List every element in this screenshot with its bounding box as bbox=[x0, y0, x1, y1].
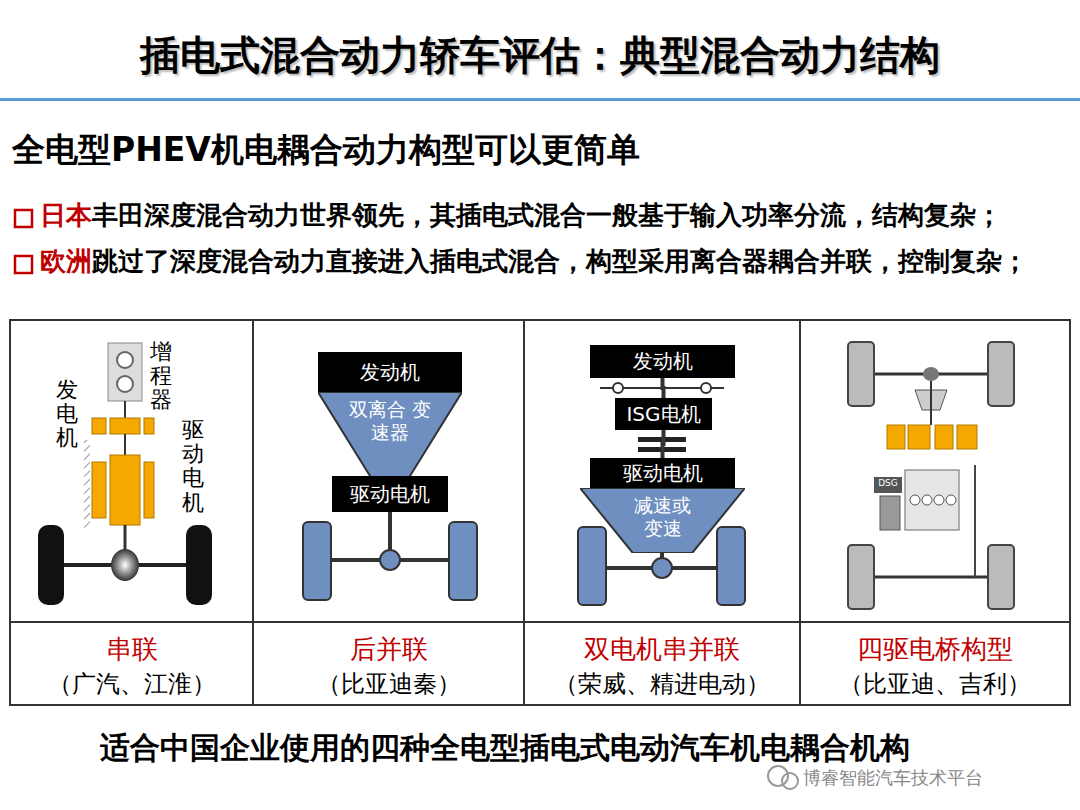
bullet-text: 丰田深度混合动力世界领先，其插电式混合一般基于输入功率分流，结构复杂； bbox=[92, 198, 1002, 233]
node-text: 驱动电机 bbox=[623, 460, 703, 487]
node-text: 发动机 bbox=[633, 348, 693, 375]
scheme-name: 双电机串并联 bbox=[524, 632, 800, 667]
component-box: 发动机 bbox=[318, 352, 462, 392]
scheme-name: 串联 bbox=[10, 632, 253, 667]
region-name: 日本 bbox=[40, 198, 92, 233]
part-label: 发电机 bbox=[56, 378, 78, 451]
slide-title: 插电式混合动力轿车评估：典型混合动力结构 bbox=[0, 28, 1080, 83]
part-label: DSG bbox=[874, 478, 902, 488]
gearbox-trapezoid: 减速或 变速 bbox=[580, 488, 745, 553]
bullet-text: 跳过了深度混合动力直接进入插电式混合，构型采用离合器耦合并联，控制复杂； bbox=[92, 244, 1028, 279]
scheme-makers: （比亚迪、吉利） bbox=[800, 668, 1070, 700]
node-text: 双离合 变速器 bbox=[348, 398, 432, 444]
subtitle: 全电型PHEV机电耦合动力构型可以更简单 bbox=[12, 128, 640, 173]
node-text: 发动机 bbox=[360, 359, 420, 386]
node-text: 驱动电机 bbox=[350, 481, 430, 508]
region-name: 欧洲 bbox=[40, 244, 92, 279]
shaft-connector bbox=[663, 378, 664, 398]
shaft-connector bbox=[663, 430, 664, 458]
scheme-makers: （广汽、江淮） bbox=[10, 668, 253, 700]
scheme-makers: （比亚迪秦） bbox=[253, 668, 524, 700]
bullet-line: 欧洲跳过了深度混合动力直接进入插电式混合，构型采用离合器耦合并联，控制复杂； bbox=[40, 244, 1028, 279]
bullet-line: 日本丰田深度混合动力世界领先，其插电式混合一般基于输入功率分流，结构复杂； bbox=[40, 198, 1002, 233]
part-label: 增程器 bbox=[150, 340, 172, 413]
component-box: 发动机 bbox=[590, 345, 735, 378]
node-text: 减速或 变速 bbox=[625, 494, 701, 540]
scheme-name: 后并联 bbox=[253, 632, 524, 667]
node-text: ISG电机 bbox=[626, 401, 700, 428]
component-box: 驱动电机 bbox=[590, 458, 735, 489]
part-label: 驱动电机 bbox=[182, 418, 204, 515]
watermark: 博睿智能汽车技术平台 bbox=[803, 766, 983, 790]
gearbox-trapezoid: 双离合 变速器 bbox=[318, 392, 462, 478]
scheme-name: 四驱电桥构型 bbox=[800, 632, 1070, 667]
component-box: ISG电机 bbox=[615, 398, 712, 430]
scheme-makers: （荣威、精进电动） bbox=[524, 668, 800, 700]
component-box: 驱动电机 bbox=[332, 476, 448, 512]
slide-caption: 适合中国企业使用的四种全电型插电式电动汽车机电耦合机构 bbox=[0, 728, 1010, 769]
